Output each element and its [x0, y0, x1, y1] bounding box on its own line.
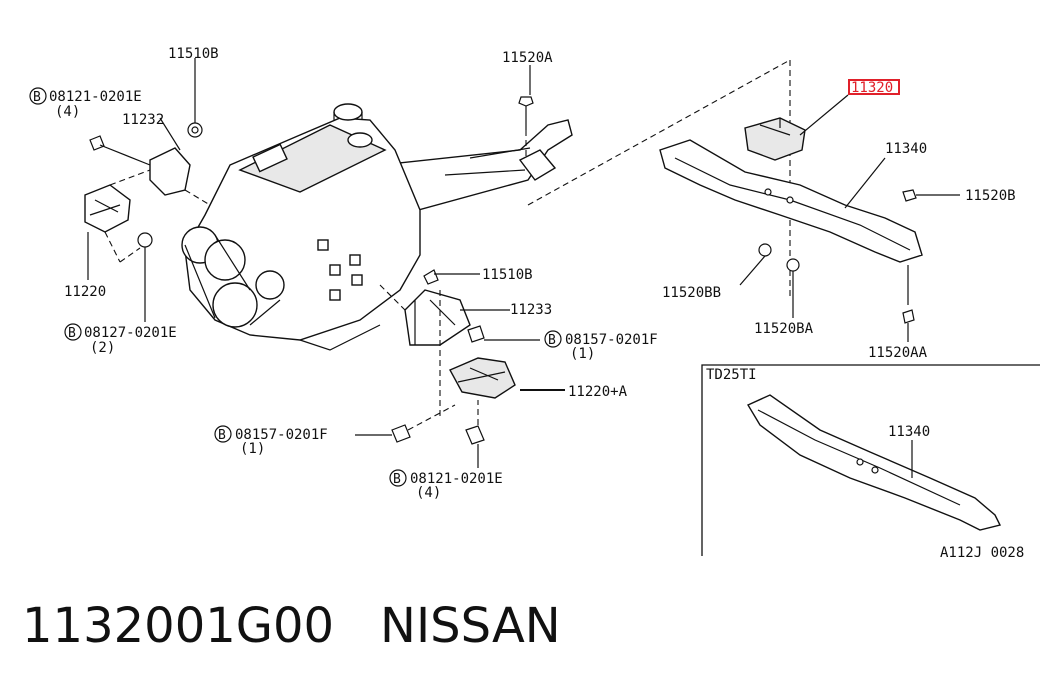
label-08157-right-qty: (1) [570, 346, 595, 362]
crossmember-main [659, 94, 960, 342]
b-marker: B [218, 428, 226, 443]
label-08157-right: 08157-0201F [565, 332, 658, 348]
label-11510b-top: 11510B [168, 46, 219, 62]
rear-mount-insulator-11320 [744, 117, 806, 161]
label-08157-left: 08157-0201F [235, 427, 328, 443]
label-08121-top-qty: (4) [55, 104, 80, 120]
label-11520aa: 11520AA [868, 345, 928, 361]
label-11520a: 11520A [502, 50, 553, 66]
b-marker-icon [544, 330, 562, 348]
reference-code: A112J 0028 [940, 545, 1024, 561]
footer-caption: 1132001G00 NISSAN [22, 598, 561, 654]
engine-mount-11220a [449, 357, 516, 399]
engine-mount-11220 [84, 184, 131, 233]
bolt-icon [518, 96, 534, 107]
engine-assembly-illustration [181, 103, 573, 351]
right-mount-group [355, 269, 565, 468]
label-08157-left-qty: (1) [240, 441, 265, 457]
b-marker-icon [389, 469, 407, 487]
part-number: 1132001G00 [22, 598, 335, 654]
label-inset-11340: 11340 [888, 424, 930, 440]
brand-name: NISSAN [380, 598, 561, 654]
inset-td25ti [701, 364, 1040, 556]
b-marker: B [68, 326, 76, 341]
label-11320: 11320 [851, 80, 893, 96]
label-08127: 08127-0201E [84, 325, 177, 341]
label-11220: 11220 [64, 284, 106, 300]
transmission-mount-bolt [518, 59, 791, 300]
bracket-11232 [149, 147, 191, 196]
label-11232: 11232 [122, 112, 164, 128]
label-11233: 11233 [510, 302, 552, 318]
crossmember-td25ti [746, 394, 1002, 531]
b-marker-icon [64, 323, 82, 341]
part-labels: 11510B B 08121-0201E (4) 11232 11520A 11… [29, 46, 1024, 561]
highlight-box [848, 79, 900, 95]
label-11520ba: 11520BA [754, 321, 814, 337]
b-marker: B [33, 90, 41, 105]
label-11340: 11340 [885, 141, 927, 157]
label-11520bb: 11520BB [662, 285, 721, 301]
label-11220a: 11220+A [568, 384, 628, 400]
b-marker-icon [214, 425, 232, 443]
b-marker: B [548, 333, 556, 348]
inset-title: TD25TI [706, 367, 757, 383]
label-08121-bottom: 08121-0201E [410, 471, 503, 487]
label-08121-bottom-qty: (4) [416, 485, 441, 501]
label-11510b-mid: 11510B [482, 267, 533, 283]
label-11520b: 11520B [965, 188, 1016, 204]
label-08127-qty: (2) [90, 340, 115, 356]
bracket-11233 [404, 289, 471, 346]
b-marker: B [393, 472, 401, 487]
left-mount-group [84, 58, 211, 322]
label-08121-top: 08121-0201E [49, 89, 142, 105]
b-marker-icon [29, 87, 47, 105]
